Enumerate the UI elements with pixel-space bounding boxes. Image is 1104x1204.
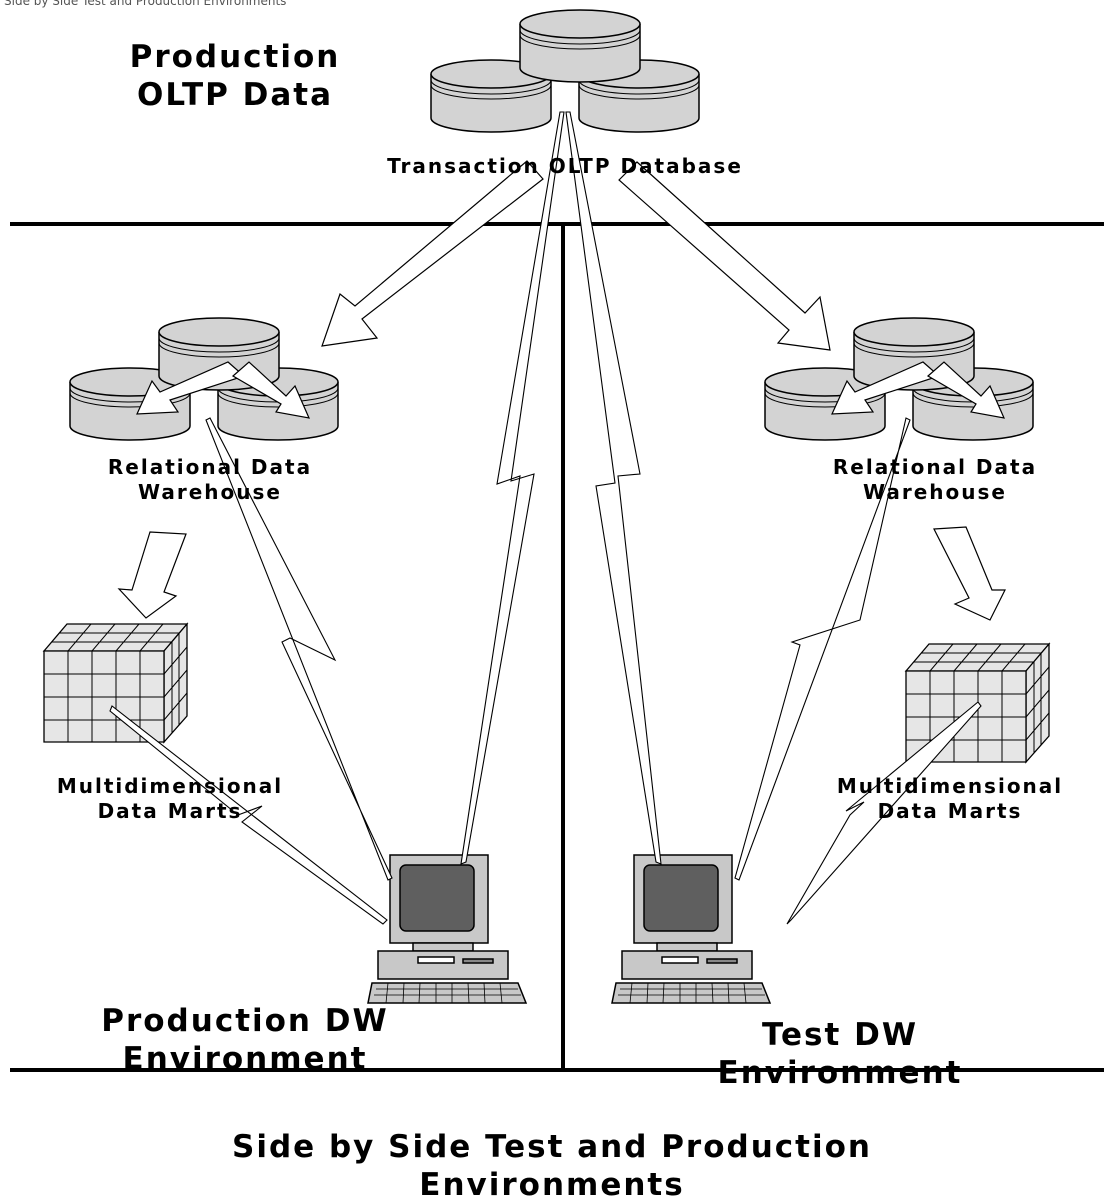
left-internal-arrow-a [136, 361, 246, 415]
arrow-right-warehouse-to-marts [933, 526, 1006, 621]
oltp-database-label: Transaction OLTP Database [387, 154, 743, 178]
production-oltp-title: Production OLTP Data [129, 39, 341, 113]
footer-title: Side by Side Test and Production Environ… [232, 1129, 872, 1203]
right-internal-arrow-a [831, 361, 941, 415]
arrow-oltp-to-left-warehouse [321, 160, 544, 347]
left-marts-label: Multidimensional Data Marts [56, 774, 284, 823]
top-cropped-caption: Side by Side Test and Production Environ… [4, 0, 287, 8]
link-left-pc-to-oltp [460, 111, 565, 865]
test-environment-label: Test DW Environment [717, 1017, 963, 1091]
link-left-pc-to-left-warehouse [205, 417, 393, 881]
right-computer-icon [611, 854, 771, 1004]
arrow-oltp-to-right-warehouse [618, 161, 831, 351]
link-left-pc-to-left-marts [109, 705, 388, 925]
oltp-database-icon [431, 10, 699, 132]
right-warehouse-label: Relational Data Warehouse [832, 455, 1038, 504]
link-right-pc-to-right-warehouse [734, 417, 911, 881]
left-data-mart-cube-icon [43, 623, 188, 743]
link-right-pc-to-right-marts [786, 701, 982, 925]
production-environment-label: Production DW Environment [101, 1003, 389, 1077]
left-warehouse-label: Relational Data Warehouse [107, 455, 313, 504]
arrow-left-warehouse-to-marts [117, 531, 187, 619]
right-marts-label: Multidimensional Data Marts [836, 774, 1064, 823]
right-internal-arrow-b [926, 361, 1006, 419]
left-internal-arrow-b [231, 361, 311, 419]
link-right-pc-to-oltp [565, 111, 662, 865]
